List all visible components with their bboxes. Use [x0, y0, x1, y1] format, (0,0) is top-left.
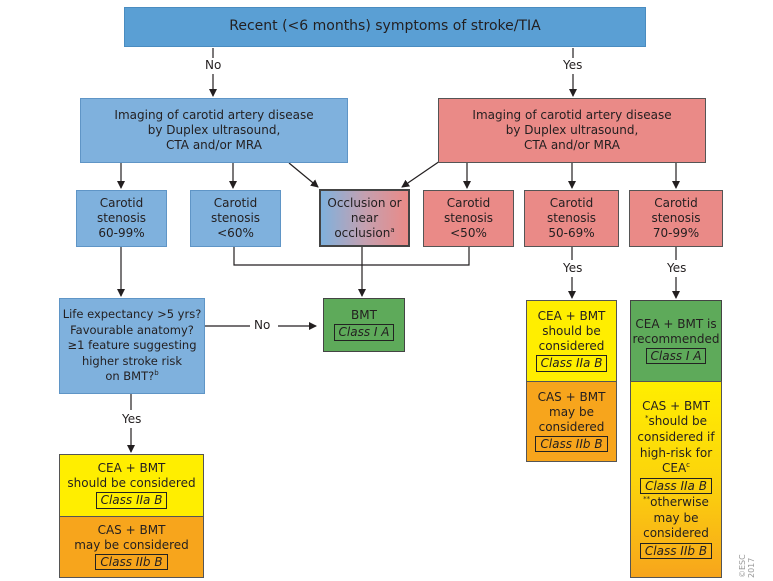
root-question-box: Recent (<6 months) symptoms of stroke/TI…	[124, 7, 646, 47]
root-question-text: Recent (<6 months) symptoms of stroke/TI…	[229, 18, 541, 35]
right-cas-class-badge-2: Class IIb B	[639, 542, 713, 560]
life-line4: higher stroke risk	[81, 353, 183, 368]
right-cas-class-badge-1: Class IIa B	[640, 477, 712, 495]
branch-label-yes: Yes	[561, 58, 585, 72]
stenosis-60-99-box: Carotid stenosis 60-99%	[76, 190, 167, 247]
right-cas-line1: *should be	[645, 414, 707, 430]
life-line5: on BMT?b	[105, 369, 158, 385]
mid-cea-class-badge: Class IIa B	[535, 355, 608, 372]
occlusion-line2: near	[350, 210, 379, 225]
stenosis-50-69-box: Carotid stenosis 50-69%	[524, 190, 619, 247]
imaging-left-line3: CTA and/or MRA	[166, 138, 262, 152]
stenosis-label: stenosis	[210, 211, 261, 225]
right-cas-line6: may be	[653, 510, 699, 525]
stenosis-label: Carotid	[549, 196, 594, 210]
edge-label-yes-left: Yes	[120, 412, 144, 426]
stenosis-range: <60%	[217, 226, 254, 240]
occlusion-text: occlusion	[334, 225, 391, 240]
left-cas-title: CAS + BMT	[97, 522, 166, 537]
right-cea-line2: recommended	[632, 331, 720, 346]
right-cea-class-badge: Class I A	[645, 347, 707, 365]
imaging-right-line2: by Duplex ultrasound,	[505, 123, 639, 137]
left-cea-class-badge: Class IIa B	[95, 492, 168, 509]
stenosis-label: Carotid	[99, 196, 144, 210]
stenosis-range: <50%	[450, 226, 487, 240]
stenosis-range: 70-99%	[652, 226, 700, 240]
edge-label-no-bmt: No	[252, 318, 273, 332]
arrow-left-occl	[288, 162, 319, 188]
occlusion-line3: occlusiona	[334, 226, 394, 241]
mid-cea-box: CEA + BMT should be considered Class IIa…	[526, 300, 617, 382]
mid-cea-title: CEA + BMT	[537, 309, 606, 324]
life-line5-text: on BMT?	[105, 369, 155, 384]
mid-cea-line1: should be	[542, 324, 601, 339]
branch-label-no: No	[203, 58, 224, 72]
right-cea-line1: CEA + BMT is	[635, 316, 717, 331]
right-cea-box: CEA + BMT is recommended Class I A	[630, 300, 722, 382]
stenosis-range: 50-69%	[548, 226, 595, 240]
life-line3: ≥1 feature suggesting	[67, 338, 197, 353]
merge-line	[233, 246, 470, 266]
bmt-box: BMT Class I A	[323, 298, 405, 352]
mid-cas-box: CAS + BMT may be considered Class IIb B	[526, 381, 617, 462]
mid-cas-line2: considered	[538, 419, 605, 434]
footnote-c: c	[686, 461, 691, 470]
copyright-watermark: ©ESC 2017	[738, 554, 756, 578]
bmt-title: BMT	[351, 308, 377, 323]
arrow-right-occl	[401, 160, 441, 188]
footnote-double-star: **	[643, 495, 651, 504]
mid-cas-line1: may be	[549, 404, 594, 419]
edge-label-yes-70-99: Yes	[665, 261, 689, 275]
mid-cas-title: CAS + BMT	[537, 389, 606, 404]
stenosis-label: stenosis	[443, 211, 494, 225]
stenosis-label: Carotid	[446, 196, 491, 210]
right-cas-line7: considered	[643, 526, 709, 541]
right-cas-line1-text: should be	[648, 414, 708, 429]
mid-cea-line2: considered	[538, 339, 605, 354]
footnote-star: *	[644, 414, 649, 423]
left-cas-box: CAS + BMT may be considered Class IIb B	[59, 516, 204, 578]
stenosis-70-99-box: Carotid stenosis 70-99%	[629, 190, 723, 247]
occlusion-box: Occlusion or near occlusiona	[319, 189, 410, 247]
left-cas-class-badge: Class IIb B	[95, 553, 168, 571]
imaging-left-line2: by Duplex ultrasound,	[147, 123, 281, 137]
life-line2: Favourable anatomy?	[70, 322, 194, 337]
stenosis-range: 60-99%	[98, 226, 145, 240]
left-cea-box: CEA + BMT should be considered Class IIa…	[59, 454, 204, 517]
stenosis-label: stenosis	[651, 211, 701, 225]
left-cas-text: may be considered	[74, 537, 189, 552]
right-cas-line4-text: CEA	[661, 461, 687, 476]
imaging-right-line3: CTA and/or MRA	[524, 138, 620, 152]
left-cea-text: should be considered	[67, 476, 196, 491]
right-cas-box: CAS + BMT *should be considered if high-…	[630, 381, 722, 578]
imaging-left-line1: Imaging of carotid artery disease	[114, 108, 314, 122]
imaging-right-line1: Imaging of carotid artery disease	[472, 108, 672, 122]
imaging-right-box: Imaging of carotid artery disease by Dup…	[438, 98, 706, 163]
occlusion-line1: Occlusion or	[327, 195, 402, 210]
right-cas-line2: considered if	[637, 429, 715, 444]
right-cas-title: CAS + BMT	[642, 398, 710, 413]
stenosis-lt60-box: Carotid stenosis <60%	[190, 190, 281, 247]
stenosis-label: stenosis	[546, 211, 597, 225]
footnote-b: b	[154, 369, 159, 378]
right-cas-line3: high-risk for	[639, 445, 713, 460]
stenosis-label: stenosis	[96, 211, 147, 225]
mid-cas-class-badge: Class IIb B	[535, 435, 608, 453]
stenosis-label: Carotid	[213, 196, 258, 210]
right-cas-line5-text: otherwise	[650, 495, 709, 510]
stenosis-label: Carotid	[654, 196, 698, 210]
left-cea-title: CEA + BMT	[97, 461, 166, 476]
right-cas-line5: **otherwise	[643, 495, 709, 511]
right-cas-line4: CEAc	[662, 461, 690, 477]
bmt-class-badge: Class I A	[333, 324, 395, 341]
life-line1: Life expectancy >5 yrs?	[62, 307, 202, 322]
life-expectancy-box: Life expectancy >5 yrs? Favourable anato…	[59, 298, 205, 394]
stenosis-lt50-box: Carotid stenosis <50%	[423, 190, 514, 247]
footnote-a: a	[390, 225, 395, 234]
imaging-left-box: Imaging of carotid artery disease by Dup…	[80, 98, 348, 163]
edge-label-yes-50-69: Yes	[561, 261, 585, 275]
